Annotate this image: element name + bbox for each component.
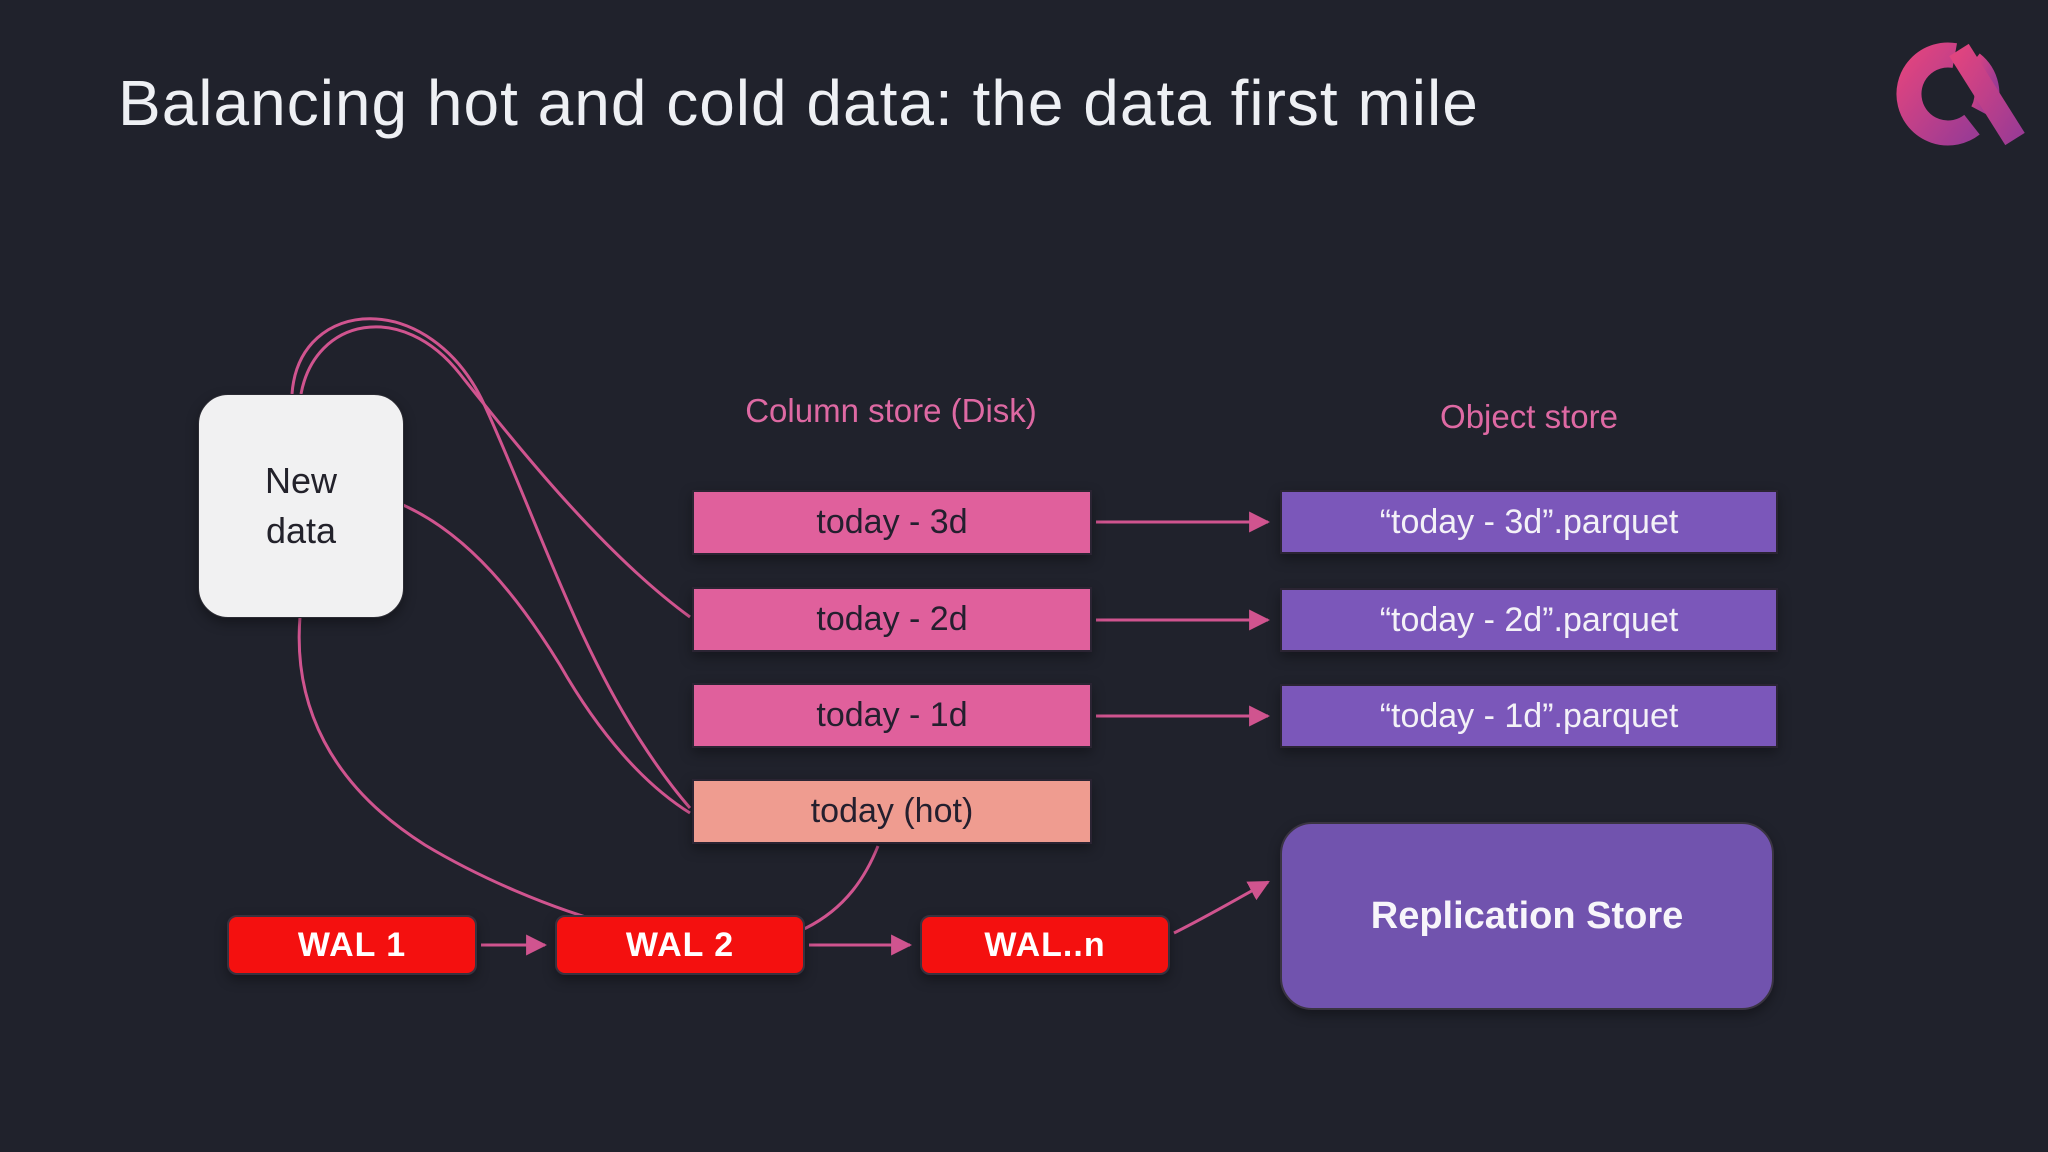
curve-newdata-to-today-hot — [290, 317, 692, 809]
wal-label: WAL..n — [984, 925, 1106, 964]
arrow-waln-to-replication — [1173, 880, 1270, 935]
replication-store-label: Replication Store — [1370, 894, 1684, 937]
wal-1-node: WAL 1 — [227, 915, 477, 975]
row-label: today - 2d — [816, 600, 968, 638]
row-label: today - 3d — [816, 503, 968, 541]
column-store-row-today-2d: today - 2d — [692, 587, 1092, 652]
object-store-row-3d-parquet: “today - 3d”.parquet — [1280, 490, 1778, 554]
new-data-label: New data — [264, 459, 338, 551]
column-store-row-today-1d: today - 1d — [692, 683, 1092, 748]
row-label: today (hot) — [810, 792, 974, 830]
slide-title: Balancing hot and cold data: the data fi… — [118, 67, 1479, 139]
column-store-heading: Column store (Disk) — [745, 392, 1037, 429]
column-store-row-today-3d: today - 3d — [692, 490, 1092, 555]
new-data-node: New data — [198, 394, 404, 618]
row-label: “today - 1d”.parquet — [1379, 696, 1679, 735]
curve-newdata-to-today-2d — [299, 325, 691, 619]
wal-arrows — [481, 880, 1270, 956]
wal-2-node: WAL 2 — [555, 915, 805, 975]
store-arrows — [1096, 511, 1271, 727]
row-label: “today - 3d”.parquet — [1379, 502, 1679, 541]
replication-store-node: Replication Store — [1280, 822, 1774, 1010]
column-store-row-today-hot: today (hot) — [692, 779, 1092, 844]
row-label: today - 1d — [816, 696, 968, 734]
object-store-row-2d-parquet: “today - 2d”.parquet — [1280, 588, 1778, 652]
new-data-curves — [290, 317, 880, 945]
questdb-logo-icon — [1896, 42, 2025, 146]
object-store-heading: Object store — [1440, 398, 1618, 435]
wal-n-node: WAL..n — [920, 915, 1170, 975]
object-store-row-1d-parquet: “today - 1d”.parquet — [1280, 684, 1778, 748]
curve-newdata-right-to-today-hot — [402, 503, 691, 815]
row-label: “today - 2d”.parquet — [1379, 600, 1679, 639]
wal-label: WAL 2 — [625, 925, 735, 964]
curve-newdata-bottom-to-hot-bottom — [297, 616, 880, 945]
wal-label: WAL 1 — [297, 925, 407, 964]
